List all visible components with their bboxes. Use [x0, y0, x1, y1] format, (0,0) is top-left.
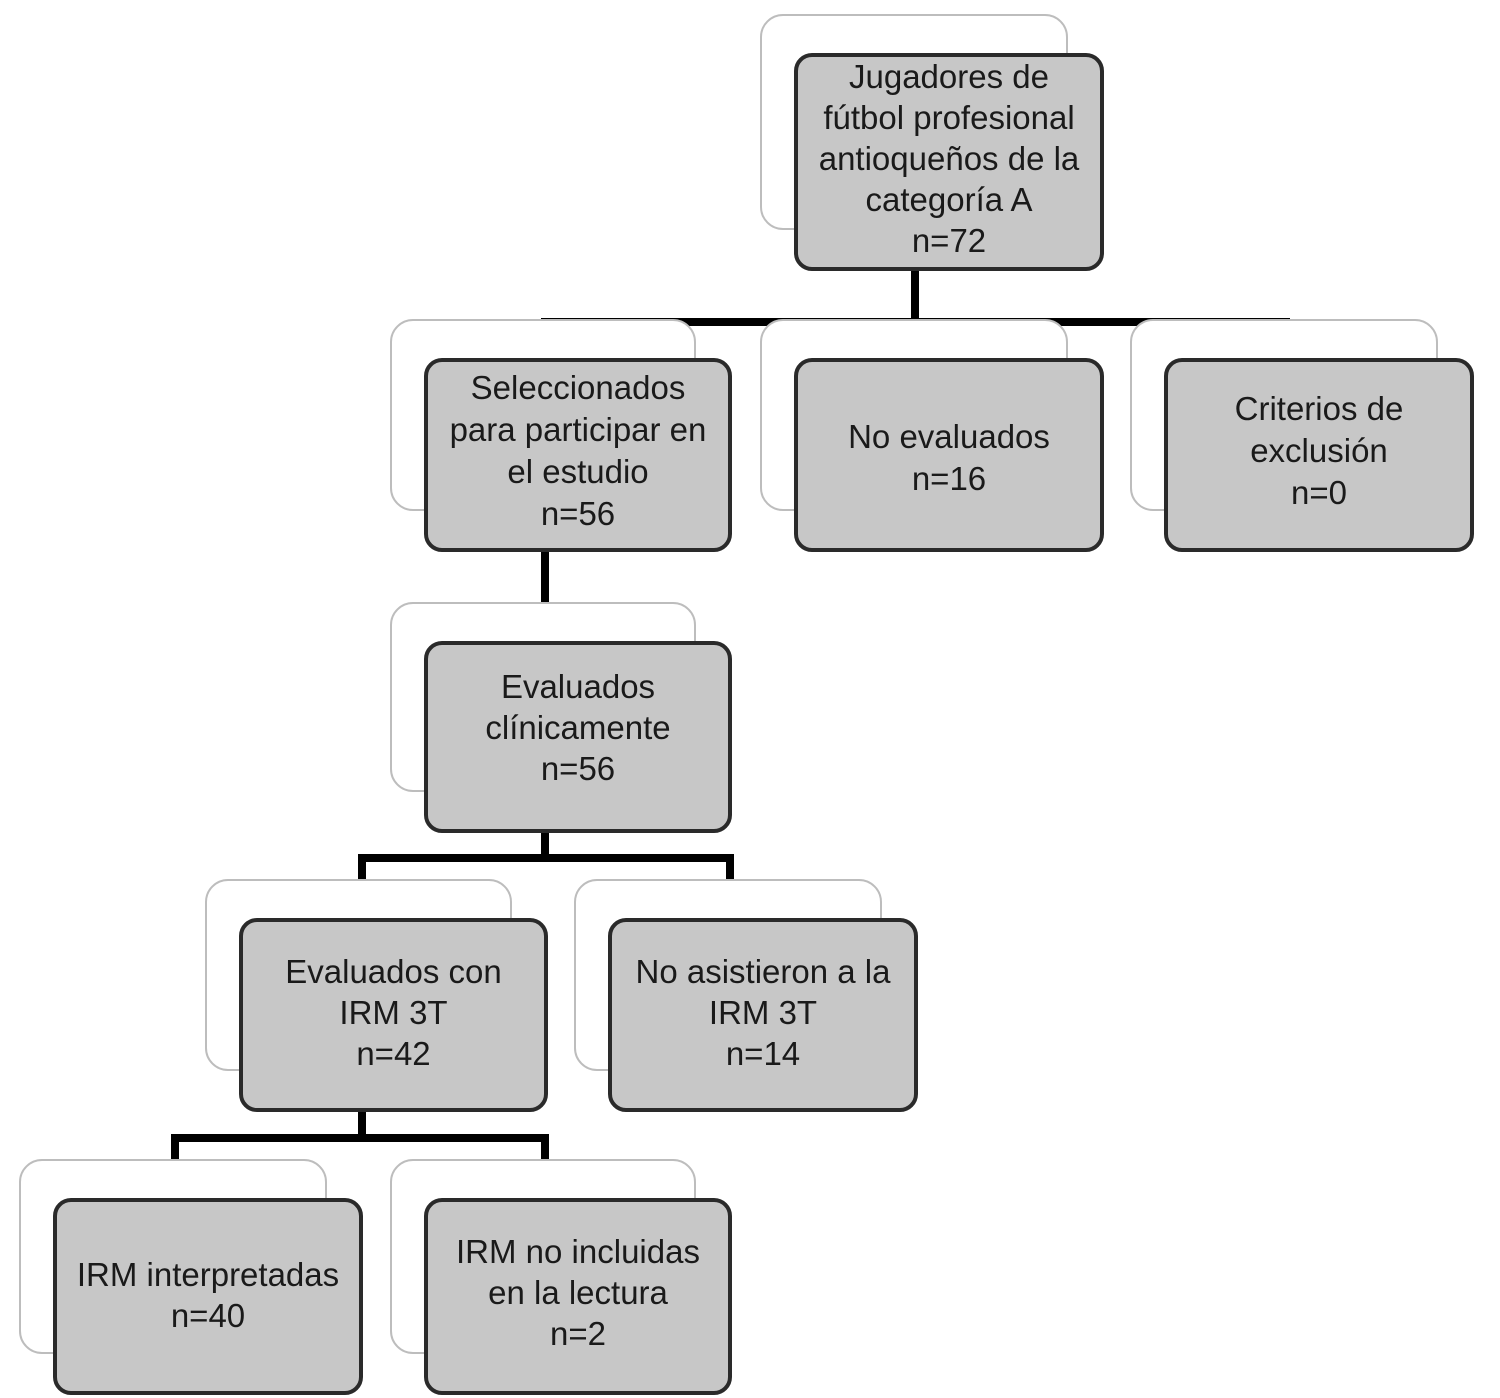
node-label-line: antioqueños de la — [819, 140, 1080, 177]
node-label-line: n=0 — [1291, 474, 1347, 511]
node-box — [424, 358, 732, 552]
node-label-line: Jugadores de — [849, 58, 1049, 95]
node-label-line: IRM interpretadas — [77, 1256, 339, 1293]
node-label-line: No asistieron a la — [636, 953, 892, 990]
node-label-line: No evaluados — [848, 418, 1050, 455]
node-label-line: en la lectura — [488, 1274, 668, 1311]
node-label-line: categoría A — [866, 181, 1033, 218]
node-label-line: para participar en — [450, 411, 707, 448]
node-label-line: IRM 3T — [339, 994, 447, 1031]
node-label-line: clínicamente — [485, 709, 670, 746]
node-seleccionados: Seleccionados para participar en el estudi… — [390, 319, 732, 552]
node-label-line: Evaluados con — [285, 953, 501, 990]
node-label-line: n=2 — [550, 1315, 606, 1352]
node-label-line: IRM 3T — [709, 994, 817, 1031]
node-label-line: IRM no incluidas — [456, 1233, 700, 1270]
node-box — [53, 1198, 363, 1395]
node-box — [239, 918, 548, 1112]
node-label-line: el estudio — [507, 453, 648, 490]
node-label-line: exclusión — [1250, 432, 1388, 469]
node-criterios-exclusion: Criterios de exclusión n=0 — [1130, 319, 1474, 552]
node-label-line: n=56 — [541, 495, 615, 532]
node-label-line: fútbol profesional — [823, 99, 1074, 136]
node-box — [424, 1198, 732, 1395]
node-box — [794, 53, 1104, 271]
node-label-line: n=16 — [912, 460, 986, 497]
node-label-line: n=14 — [726, 1035, 800, 1072]
node-box — [1164, 358, 1474, 552]
node-jugadores: Jugadores de fútbol profesional antioqueño… — [760, 14, 1104, 271]
node-box — [608, 918, 918, 1112]
node-label-line: Seleccionados — [471, 369, 686, 406]
node-label-line: n=56 — [541, 750, 615, 787]
node-box — [794, 358, 1104, 552]
node-label-line: Evaluados — [501, 668, 655, 705]
nodes: Jugadores de fútbol profesional antioqueño… — [19, 14, 1474, 1395]
node-no-asistieron: No asistieron a la IRM 3T n=14 — [574, 879, 918, 1112]
node-irm-no-incluidas: IRM no incluidas en la lectura n=2 — [390, 1159, 732, 1395]
node-evaluados-clinicamente: Evaluados clínicamente n=56 — [390, 602, 732, 833]
node-label-line: n=40 — [171, 1297, 245, 1334]
node-label-line: n=42 — [356, 1035, 430, 1072]
node-irm-interpretadas: IRM interpretadas n=40 — [19, 1159, 363, 1395]
node-label-line: Criterios de — [1235, 390, 1404, 427]
node-label-line: n=72 — [912, 222, 986, 259]
node-box — [424, 641, 732, 833]
node-no-evaluados: No evaluados n=16 — [760, 319, 1104, 552]
